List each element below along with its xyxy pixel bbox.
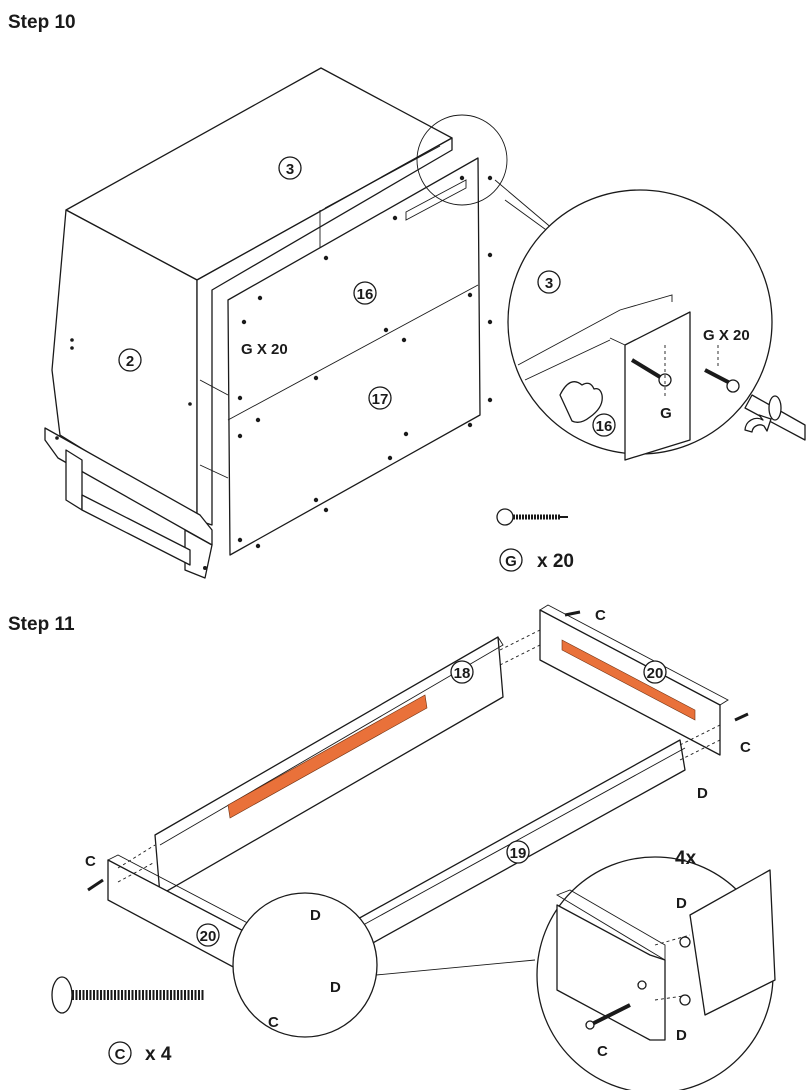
hardware-letter-g: G	[505, 553, 517, 570]
step-11-title: Step 11	[8, 614, 75, 635]
dresser-leg-left	[65, 449, 83, 511]
part-label-16: 16	[357, 286, 374, 303]
hardware-letter-c: C	[115, 1046, 126, 1063]
callout-c-detail: C	[597, 1043, 608, 1060]
callout-c-1: C	[595, 607, 606, 624]
detail-screw-g	[630, 358, 672, 387]
drawer-front-panels	[227, 157, 481, 556]
part-label-2: 2	[126, 353, 134, 370]
callout-c-3: C	[85, 853, 96, 870]
callout-d-5: D	[676, 1027, 687, 1044]
callout-d-3: D	[330, 979, 341, 996]
screw-callout-g-x20: G X 20	[241, 341, 288, 358]
screw-callout-g-x20-detail: G X 20	[703, 327, 750, 344]
zoom-indicator-small	[416, 114, 508, 206]
part-label-20-back: 20	[647, 665, 664, 682]
part-label-18: 18	[454, 665, 471, 682]
hardware-screw-g-icon	[496, 508, 568, 526]
callout-c-4: C	[268, 1014, 279, 1031]
callout-d-1: D	[697, 785, 708, 802]
part-label-16-detail: 16	[596, 418, 613, 435]
hand-press-icon	[559, 381, 603, 423]
part-label-19: 19	[510, 845, 527, 862]
callout-c-2: C	[740, 739, 751, 756]
callout-d-2: D	[310, 907, 321, 924]
hardware-quantity-c: x 4	[145, 1044, 172, 1065]
part-label-20-front: 20	[200, 928, 217, 945]
callout-4x: 4x	[675, 848, 697, 869]
detail-screw-g-2	[704, 368, 740, 393]
callout-d-4: D	[676, 895, 687, 912]
hardware-quantity-g: x 20	[537, 551, 574, 572]
screw-callout-g: G	[660, 405, 672, 422]
hardware-screw-c-icon	[51, 976, 205, 1014]
step-11-drawer-illustration: 18 20 19 20 C C C C D D D D D 4x C C x 4	[51, 604, 776, 1090]
part-label-17: 17	[372, 391, 389, 408]
part-label-3: 3	[286, 161, 294, 178]
step-10-dresser-illustration: 3 2 16 17 3 16 G X 20 G X 20 G G x 20	[44, 67, 806, 579]
part-label-3-detail: 3	[545, 275, 553, 292]
screwdriver-icon	[744, 394, 806, 441]
zoom-indicator-corner	[232, 892, 378, 1038]
front-screws	[237, 175, 493, 549]
step-10-title: Step 10	[8, 12, 76, 33]
